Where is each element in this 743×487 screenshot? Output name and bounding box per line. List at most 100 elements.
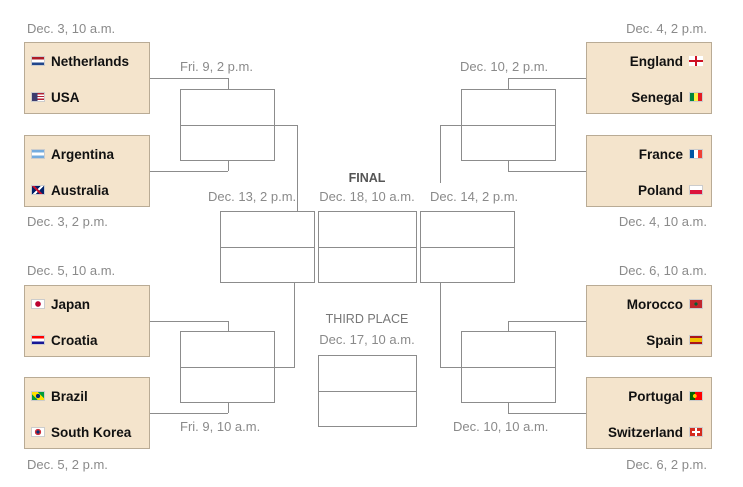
- team-row: England: [587, 43, 711, 79]
- team-box: England Senegal: [586, 42, 712, 114]
- match-date-label: Dec. 3, 10 a.m.: [27, 21, 116, 36]
- match-box: [180, 331, 275, 403]
- team-name: Brazil: [51, 388, 88, 404]
- match-date-label: Dec. 4, 10 a.m.: [618, 214, 707, 229]
- spain-flag-icon: [689, 335, 703, 345]
- team-row: Senegal: [587, 79, 711, 115]
- final-match-box: [318, 211, 417, 283]
- team-name: France: [638, 146, 683, 162]
- team-row: Switzerland: [587, 414, 711, 450]
- bracket-connector: [228, 403, 229, 413]
- bracket-connector: [508, 78, 509, 89]
- team-name: Portugal: [628, 388, 683, 404]
- poland-flag-icon: [689, 185, 703, 195]
- bracket-connector: [228, 161, 229, 171]
- argentina-flag-icon: [31, 149, 45, 159]
- croatia-flag-icon: [31, 335, 45, 345]
- bracket-connector: [228, 321, 229, 331]
- match-date-label: Dec. 10, 10 a.m.: [453, 419, 549, 434]
- match-date-label: Dec. 3, 2 p.m.: [27, 214, 108, 229]
- bracket-connector: [508, 321, 586, 322]
- bracket-connector: [440, 125, 441, 183]
- team-row: Poland: [587, 172, 711, 208]
- team-box: Brazil South Korea: [24, 377, 150, 449]
- team-row: South Korea: [25, 414, 149, 450]
- bracket-connector: [508, 171, 586, 172]
- team-name: Switzerland: [607, 424, 683, 440]
- match-box: [220, 211, 315, 283]
- team-name: England: [629, 53, 683, 69]
- team-row: Morocco: [587, 286, 711, 322]
- bracket-connector: [440, 367, 461, 368]
- bracket-connector: [275, 125, 297, 126]
- brazil-flag-icon: [31, 391, 45, 401]
- team-row: USA: [25, 79, 149, 115]
- match-date-label: Dec. 4, 2 p.m.: [626, 21, 707, 36]
- final-heading: FINAL: [348, 171, 386, 185]
- match-box: [461, 89, 556, 161]
- team-row: Portugal: [587, 378, 711, 414]
- bracket-connector: [440, 283, 441, 367]
- team-name: Netherlands: [51, 53, 130, 69]
- bracket-connector: [508, 321, 509, 331]
- senegal-flag-icon: [689, 92, 703, 102]
- match-date-label: Dec. 6, 2 p.m.: [626, 457, 707, 472]
- team-name: Senegal: [631, 89, 683, 105]
- bracket-connector: [150, 321, 228, 322]
- team-name: Japan: [51, 296, 91, 312]
- bracket-connector: [297, 125, 298, 211]
- bracket-connector: [228, 78, 229, 89]
- team-row: Brazil: [25, 378, 149, 414]
- match-box: [461, 331, 556, 403]
- england-flag-icon: [689, 56, 703, 66]
- bracket-connector: [508, 161, 509, 171]
- match-date-label: Dec. 14, 2 p.m.: [430, 189, 519, 204]
- bracket-connector: [440, 125, 461, 126]
- team-name: Poland: [637, 182, 683, 198]
- bracket-connector: [294, 283, 295, 367]
- netherlands-flag-icon: [31, 56, 45, 66]
- team-row: Argentina: [25, 136, 149, 172]
- match-date-label: Dec. 6, 10 a.m.: [618, 263, 707, 278]
- match-date-label: Dec. 5, 10 a.m.: [27, 263, 116, 278]
- match-date-label: Dec. 10, 2 p.m.: [460, 59, 549, 74]
- switzerland-flag-icon: [689, 427, 703, 437]
- team-name: Morocco: [626, 296, 683, 312]
- south-korea-flag-icon: [31, 427, 45, 437]
- team-row: Netherlands: [25, 43, 149, 79]
- team-row: Japan: [25, 286, 149, 322]
- australia-flag-icon: [31, 185, 45, 195]
- team-name: Croatia: [51, 332, 98, 348]
- team-name: Australia: [51, 182, 109, 198]
- team-name: Argentina: [51, 146, 115, 162]
- team-box: Japan Croatia: [24, 285, 150, 357]
- team-box: Netherlands USA: [24, 42, 150, 114]
- match-date-label: Fri. 9, 10 a.m.: [180, 419, 261, 434]
- bracket-connector: [150, 413, 228, 414]
- japan-flag-icon: [31, 299, 45, 309]
- team-row: France: [587, 136, 711, 172]
- team-row: Spain: [587, 322, 711, 358]
- match-box: [420, 211, 515, 283]
- third-place-match-box: [318, 355, 417, 427]
- france-flag-icon: [689, 149, 703, 159]
- match-date-label: Dec. 13, 2 p.m.: [208, 189, 297, 204]
- team-box: Argentina Australia: [24, 135, 150, 207]
- match-box: [180, 89, 275, 161]
- team-name: South Korea: [51, 424, 132, 440]
- third-place-heading: THIRD PLACE: [325, 312, 409, 326]
- match-date-label: Dec. 5, 2 p.m.: [27, 457, 108, 472]
- bracket-connector: [150, 78, 228, 79]
- match-date-label: Dec. 18, 10 a.m.: [319, 189, 415, 204]
- usa-flag-icon: [31, 92, 45, 102]
- team-row: Croatia: [25, 322, 149, 358]
- bracket-connector: [508, 78, 586, 79]
- morocco-flag-icon: [689, 299, 703, 309]
- match-date-label: Fri. 9, 2 p.m.: [180, 59, 253, 74]
- portugal-flag-icon: [689, 391, 703, 401]
- team-box: France Poland: [586, 135, 712, 207]
- team-name: Spain: [646, 332, 683, 348]
- team-name: USA: [51, 89, 80, 105]
- team-box: Morocco Spain: [586, 285, 712, 357]
